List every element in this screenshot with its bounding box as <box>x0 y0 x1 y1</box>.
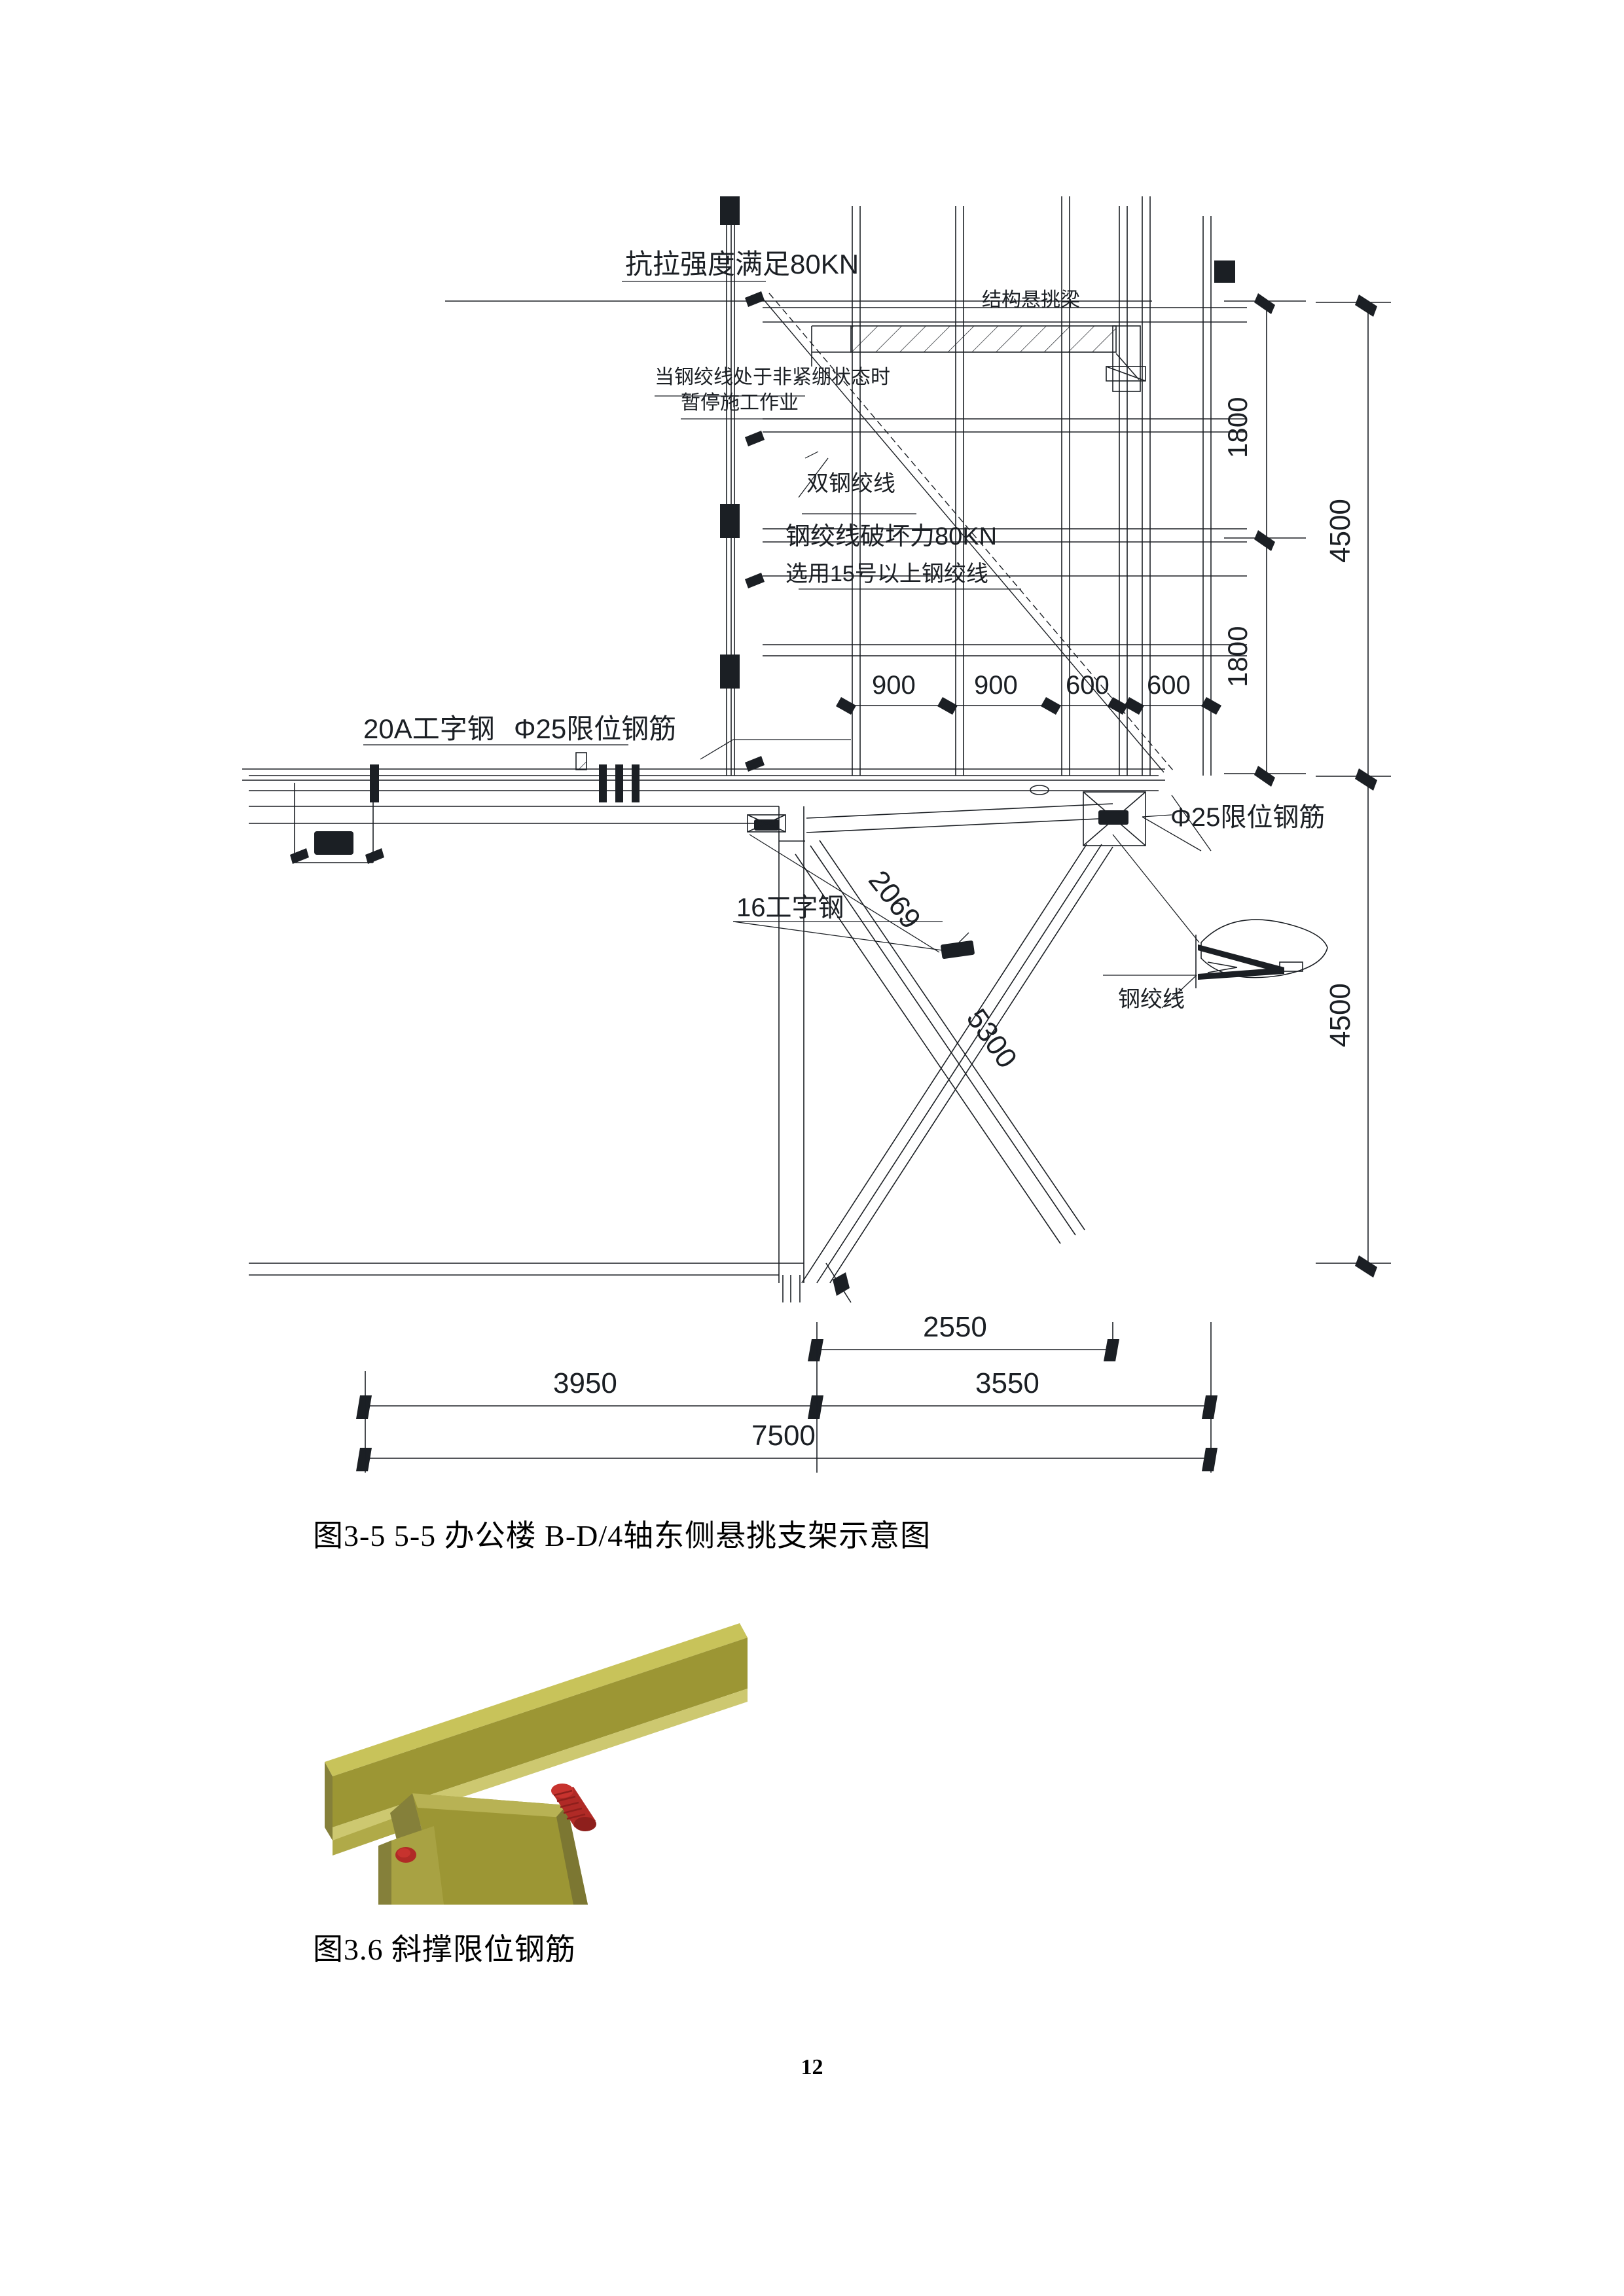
brace-top-connection <box>1030 785 1146 846</box>
label-beam-20a: 20A工字钢 <box>363 713 495 744</box>
wall-anchor-column <box>720 196 765 776</box>
vertical-stub-3d <box>378 1826 444 1905</box>
label-tensile-note: 抗拉强度满足80KN <box>625 249 859 279</box>
dim-4500-b: 4500 <box>1324 983 1356 1047</box>
dim-7500: 7500 <box>751 1420 816 1452</box>
label-limit-rebar-right: Φ25限位钢筋 <box>1170 803 1325 832</box>
dim-1800-b: 1800 <box>1222 626 1253 687</box>
dim-900-a: 900 <box>872 671 916 700</box>
dim-1800-a: 1800 <box>1222 397 1253 458</box>
dim-4500-a: 4500 <box>1324 499 1356 563</box>
label-slack-note-1: 当钢绞线处于非紧绷状态时 <box>655 367 890 388</box>
dimension-chain-1800 <box>1214 260 1306 787</box>
dim-3550: 3550 <box>975 1367 1039 1399</box>
label-limit-rebar-left: Φ25限位钢筋 <box>514 713 676 744</box>
figure-3-6-render <box>313 1597 753 1905</box>
i-beam-20a <box>242 752 1165 802</box>
dimension-chain-4500 <box>1316 295 1391 1278</box>
page-number: 12 <box>801 2055 823 2079</box>
dim-900-b: 900 <box>974 671 1018 700</box>
wall-anchor-detail <box>290 783 384 864</box>
label-structure-beam: 结构悬挑梁 <box>982 289 1080 311</box>
cad-drawing-figure-3-5: 抗拉强度满足80KN 结构悬挑梁 当钢绞线处于非紧绷状态时 暂停施工作业 双钢绞… <box>242 196 1391 1473</box>
label-beam-16: 16工字钢 <box>736 893 844 922</box>
structural-cantilever-beam <box>811 325 1146 392</box>
brace-mid-connection <box>747 814 975 959</box>
i-beam-16-diagonal-brace <box>795 803 1113 1283</box>
scaffold-vertical-posts <box>726 196 1212 776</box>
floor-slab-lines <box>249 775 1159 1283</box>
dimension-ticks-horizontal <box>836 697 1221 715</box>
dim-5300: 5300 <box>960 1003 1023 1074</box>
rebar-limiter-lower <box>395 1847 416 1863</box>
dim-600-a: 600 <box>1066 671 1110 700</box>
strand-clip-detail <box>1195 919 1328 988</box>
figure-3-6-caption: 图3.6 斜撑限位钢筋 <box>313 1933 576 1966</box>
dim-2069: 2069 <box>862 865 927 935</box>
figure-3-5-caption: 图3-5 5-5 办公楼 B-D/4轴东侧悬挑支架示意图 <box>313 1519 931 1552</box>
dimension-chain-bottom <box>356 1322 1218 1473</box>
dim-600-b: 600 <box>1147 671 1191 700</box>
scaffold-horizontal-ledgers <box>445 300 1247 656</box>
rebar-limiter-upper <box>551 1784 596 1831</box>
dim-3950: 3950 <box>553 1367 617 1399</box>
steel-strand-cables <box>759 293 1174 773</box>
label-strand-break-force: 钢绞线破坏力80KN <box>785 523 997 550</box>
label-strand-grade: 选用15号以上钢绞线 <box>785 562 988 586</box>
dim-2550: 2550 <box>923 1311 987 1343</box>
brace-base-foot <box>779 1263 852 1303</box>
annotation-leader-lines <box>363 281 1212 1009</box>
label-slack-note-2: 暂停施工作业 <box>681 392 799 414</box>
label-double-strand: 双钢绞线 <box>806 471 895 496</box>
cad-text-labels: 抗拉强度满足80KN 结构悬挑梁 当钢绞线处于非紧绷状态时 暂停施工作业 双钢绞… <box>363 249 1356 1452</box>
label-steel-strand: 钢绞线 <box>1118 987 1185 1012</box>
